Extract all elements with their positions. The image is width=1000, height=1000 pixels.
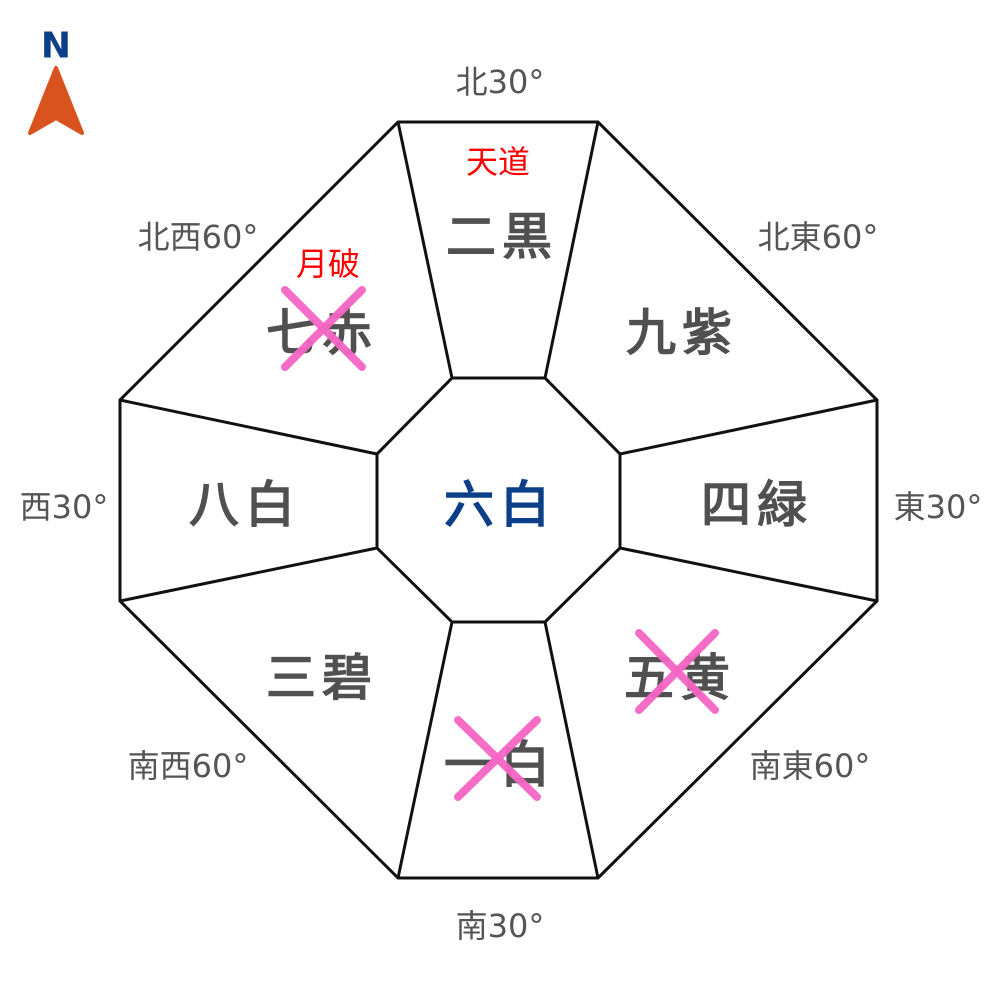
divider	[543, 621, 600, 879]
sector-south-star: 一白	[444, 736, 556, 794]
direction-northwest: 北西60°	[138, 218, 259, 256]
center-star: 六白	[444, 476, 556, 534]
cross-northwest	[281, 286, 366, 371]
north-letter: N	[41, 26, 71, 67]
divider	[396, 121, 454, 379]
sector-north-star: 二黒	[446, 208, 558, 266]
direction-east: 東30°	[894, 488, 983, 526]
divider	[619, 546, 878, 603]
divider	[619, 398, 878, 456]
direction-northeast: 北東60°	[758, 218, 879, 256]
cross-southeast	[635, 629, 719, 714]
divider	[119, 546, 378, 603]
divider	[543, 121, 600, 379]
sector-southwest-star: 三碧	[266, 649, 378, 707]
direction-south: 南30°	[456, 907, 545, 945]
direction-southeast: 南東60°	[750, 747, 871, 785]
direction-north: 北30°	[456, 63, 545, 101]
north-compass: N	[28, 26, 84, 135]
north-arrow-icon	[28, 66, 84, 135]
cross-south	[454, 716, 541, 801]
divider	[119, 398, 378, 456]
direction-southwest: 南西60°	[128, 747, 249, 785]
note-geppa: 月破	[296, 245, 360, 283]
sector-west-star: 八白	[189, 476, 301, 534]
octagon-grid	[118, 120, 879, 880]
sector-southeast-star: 五黄	[624, 649, 736, 707]
sector-northeast-star: 九紫	[626, 304, 738, 362]
note-tendo: 天道	[466, 143, 530, 181]
direction-west: 西30°	[20, 488, 109, 526]
divider	[396, 621, 454, 879]
sector-east-star: 四緑	[701, 476, 813, 534]
